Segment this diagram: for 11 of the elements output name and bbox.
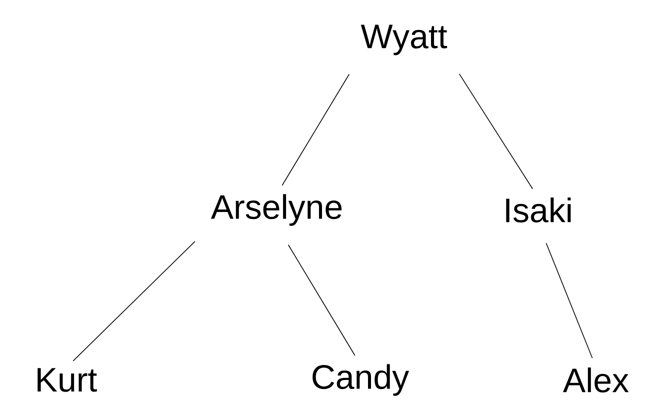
tree-line <box>546 242 593 358</box>
tree-line <box>458 74 534 190</box>
name-label: Kurt <box>38 368 97 392</box>
name-label: Isaki <box>506 198 571 222</box>
name-label: Arselyne <box>210 194 342 226</box>
name-label: Wyatt <box>360 24 448 56</box>
tree-line <box>72 241 196 362</box>
tree-line <box>288 244 356 356</box>
tree-line <box>282 74 350 186</box>
name-label: Candy <box>312 364 410 396</box>
name-label: Alex <box>563 368 629 392</box>
